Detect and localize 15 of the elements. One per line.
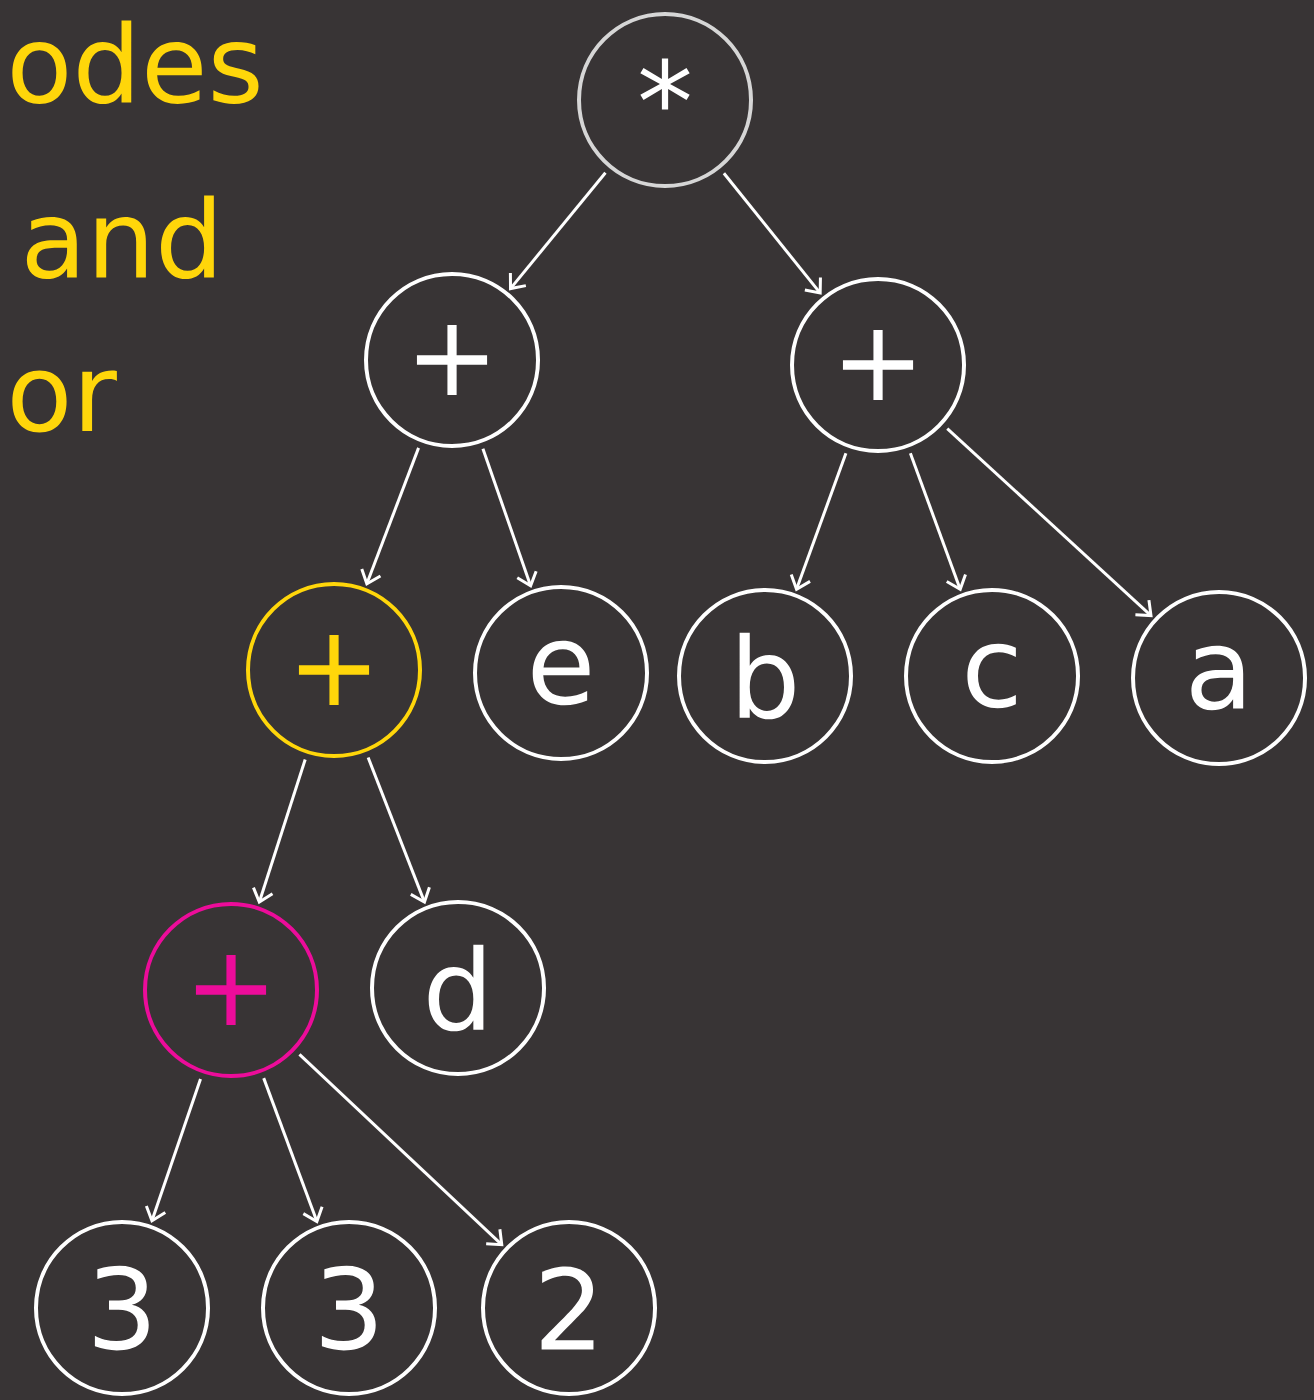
arrow: [262, 1077, 324, 1224]
arrow: [252, 759, 307, 905]
arrow: [508, 171, 607, 291]
arrow: [144, 1078, 202, 1223]
arrow: [908, 452, 967, 592]
arrow: [366, 757, 431, 905]
heading-text: odes: [12, 20, 259, 104]
arrow: [722, 172, 822, 295]
heading-text: and: [26, 195, 214, 279]
arrow: [360, 447, 420, 586]
heading-text: or: [12, 370, 117, 433]
arrow: [298, 1053, 504, 1247]
arrow: [481, 448, 538, 588]
arrow: [789, 452, 848, 592]
arrow: [946, 427, 1153, 618]
